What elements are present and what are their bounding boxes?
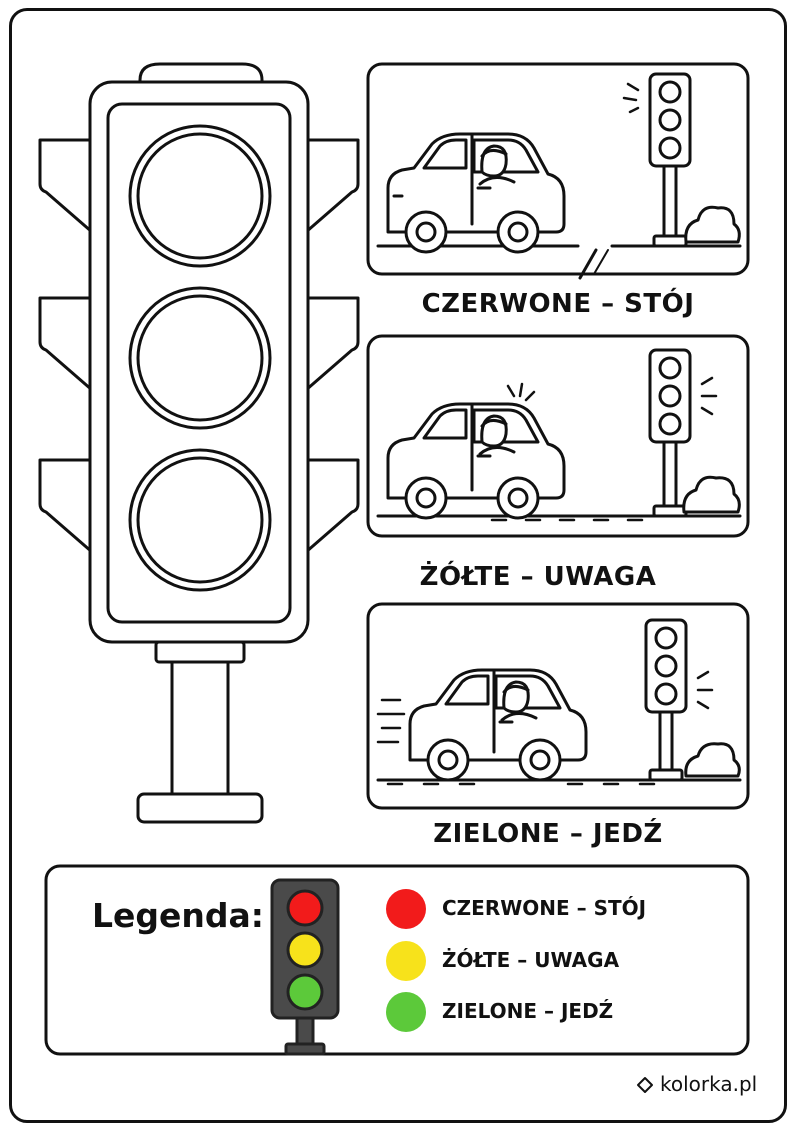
scene-panel-yellow xyxy=(366,334,750,538)
car xyxy=(386,382,566,520)
legend-label-green: ZIELONE – JEDŹ xyxy=(442,999,614,1023)
car xyxy=(408,668,588,782)
legend-box xyxy=(44,864,750,1056)
brand-text: kolorka.pl xyxy=(660,1072,758,1096)
big-lamp-yellow xyxy=(128,286,272,430)
small-traffic-light xyxy=(648,348,718,518)
scene-caption-red: CZERWONE – STÓJ xyxy=(421,289,695,319)
scene-caption-green: ZIELONE – JEDŹ xyxy=(433,819,663,849)
bush xyxy=(684,205,741,244)
scene-panel-green xyxy=(366,602,750,810)
big-lamp-green xyxy=(128,448,272,592)
bush xyxy=(682,475,741,514)
scene-panel-red xyxy=(366,62,750,280)
driver xyxy=(500,680,538,722)
scene-caption-yellow: ŻÓŁTE – UWAGA xyxy=(419,562,657,592)
legend-label-yellow: ŻÓŁTE – UWAGA xyxy=(442,948,620,972)
legend-dot-green xyxy=(386,992,426,1032)
bush xyxy=(684,742,741,778)
big-lamp-red xyxy=(128,124,272,268)
driver xyxy=(478,144,516,186)
small-traffic-light xyxy=(644,618,714,782)
right-visors xyxy=(304,138,360,554)
driver xyxy=(478,414,516,456)
legend-label-red: CZERWONE – STÓJ xyxy=(442,896,647,920)
legend-dot-red xyxy=(386,889,426,929)
car xyxy=(386,132,566,254)
legend-traffic-light xyxy=(270,878,340,1056)
legend-dot-yellow xyxy=(386,941,426,981)
big-traffic-light xyxy=(38,62,360,824)
diamond-icon xyxy=(637,1077,653,1093)
left-visors xyxy=(38,138,94,554)
legend-title: Legenda: xyxy=(92,896,264,935)
small-traffic-light xyxy=(622,72,692,248)
